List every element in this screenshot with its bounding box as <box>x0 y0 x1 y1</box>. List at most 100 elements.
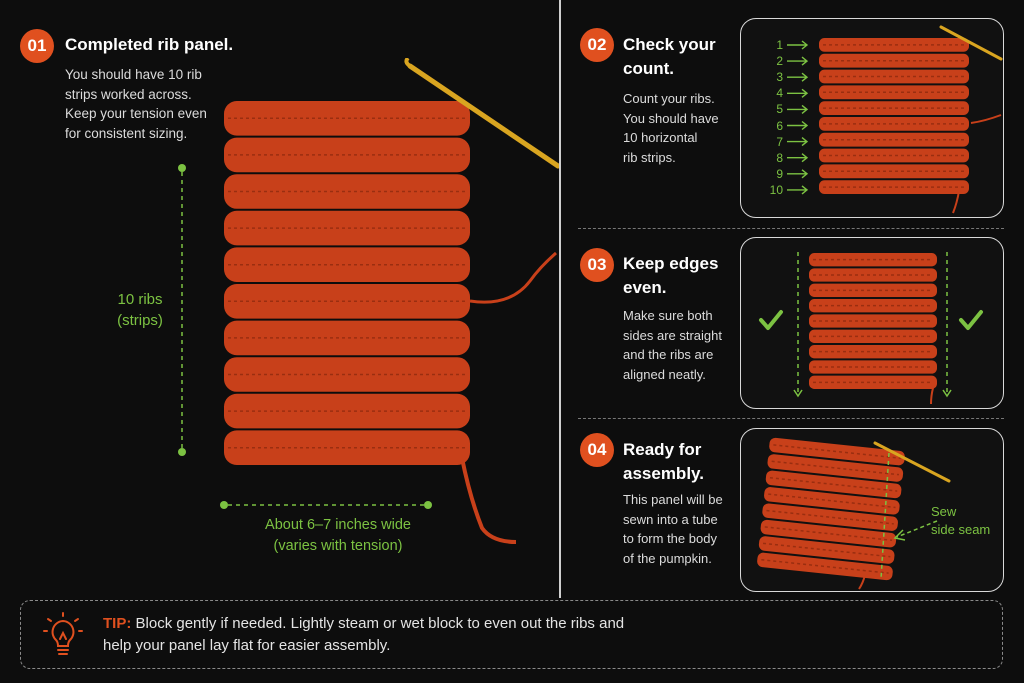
seam-label-line: Sew <box>931 504 957 519</box>
tip-line: help your panel lay flat for easier asse… <box>103 637 391 654</box>
rib-strip <box>762 503 898 531</box>
step-4-body-line: of the pumpkin. <box>623 550 712 566</box>
rib-arrow-icon <box>787 56 809 66</box>
edge-rib-strips <box>809 253 937 389</box>
rib-arrow-icon <box>787 120 809 131</box>
step-3-title-line: even. <box>623 278 667 297</box>
rib-strip <box>765 470 902 499</box>
rib-strip <box>819 164 969 179</box>
step-4-badge: 04 <box>580 433 614 467</box>
step-1-body-line: Keep your tension even <box>65 106 207 121</box>
rib-strip <box>224 174 470 209</box>
step-3-badge: 03 <box>580 248 614 282</box>
rib-number: 8 <box>776 150 783 165</box>
assembly-image: Sew side seam <box>740 428 1004 592</box>
rib-panel-main <box>224 58 561 544</box>
rib-strip <box>224 210 470 246</box>
rib-strip <box>819 101 969 115</box>
rib-arrow-icon <box>787 104 809 114</box>
rib-strips <box>224 101 470 465</box>
step-2-body-line: Count your ribs. <box>623 91 715 106</box>
step-1-body: You should have 10 rib strips worked acr… <box>65 65 207 143</box>
rib-strip <box>819 53 969 68</box>
rib-number: 1 <box>776 38 783 52</box>
crochet-hook-icon <box>407 63 561 169</box>
rib-strip <box>769 437 905 466</box>
step-1-badge: 01 <box>20 29 54 63</box>
rib-strip <box>764 487 900 515</box>
yarn-tail-icon <box>858 574 866 590</box>
rib-strip <box>758 536 895 564</box>
seam-label-line: side seam <box>931 522 991 537</box>
tip-text: TIP: Block gently if needed. Lightly ste… <box>103 613 624 657</box>
rib-arrow-icon <box>787 185 809 195</box>
rib-number: 2 <box>776 54 783 69</box>
tip-box: TIP: Block gently if needed. Lightly ste… <box>20 600 1003 669</box>
step-2-body-line: You should have <box>623 110 719 126</box>
step-3-title: Keep edges even. <box>623 252 718 300</box>
step-2-body: Count your ribs. You should have 10 hori… <box>623 89 719 167</box>
column-divider <box>559 0 561 598</box>
rib-strip <box>819 148 969 163</box>
step-4-body-line: sewn into a tube <box>623 511 718 527</box>
section-divider <box>578 228 1004 229</box>
step-2-title-line: count. <box>623 59 674 78</box>
step-4-title-line: Ready for <box>623 440 702 459</box>
rib-strip <box>757 552 893 581</box>
step-3-body: Make sure both sides are straight and th… <box>623 306 722 384</box>
step-2-title-line: Check your <box>623 35 716 54</box>
step-4-body: This panel will be sewn into a tube to f… <box>623 490 723 568</box>
step-2-number: 02 <box>587 35 607 54</box>
left-edge-arrow-icon <box>793 389 803 398</box>
step-3-body-line: and the ribs are <box>623 347 714 362</box>
ribs-count-line: (strips) <box>117 312 163 329</box>
step-3-number: 03 <box>587 255 607 274</box>
rib-strip <box>224 393 470 429</box>
rib-number: 9 <box>776 166 783 181</box>
step-2-body-line: 10 horizontal <box>623 130 698 145</box>
step-4-body-line: to form the body <box>623 531 717 546</box>
width-label: About 6–7 inches wide (varies with tensi… <box>228 515 448 557</box>
step-1-body-line: for consistent sizing. <box>65 125 188 141</box>
step-1-number: 01 <box>27 36 47 55</box>
rib-strip <box>767 454 904 482</box>
seam-label: Sew side seam <box>931 503 990 539</box>
step-3-body-line: aligned neatly. <box>623 366 706 382</box>
tip-line: Block gently if needed. Lightly steam or… <box>135 615 625 632</box>
step-4-body-line: This panel will be <box>623 492 723 507</box>
section-divider <box>578 418 1004 419</box>
rib-strip <box>819 117 969 131</box>
seam-pointer-arrow-icon <box>893 529 906 541</box>
rib-number: 4 <box>776 86 783 101</box>
step-2-body-line: rib strips. <box>623 149 676 165</box>
lightbulb-icon <box>43 612 83 655</box>
yarn-tail-icon <box>970 114 1002 124</box>
rib-strip <box>224 357 470 392</box>
rib-arrow-icon <box>787 153 809 163</box>
rib-strip <box>224 101 470 136</box>
rib-strip <box>224 430 470 465</box>
step-4-number: 04 <box>587 440 607 459</box>
rib-strip <box>224 320 470 356</box>
rib-arrow-icon <box>787 169 809 179</box>
step-3-body-line: Make sure both <box>623 308 713 323</box>
ribs-dimension-line <box>178 164 186 456</box>
rib-arrow-icon <box>787 40 809 50</box>
rib-number: 5 <box>776 102 783 117</box>
rib-number: 10 <box>769 182 783 197</box>
rib-strip <box>819 132 969 147</box>
crochet-hook-icon <box>939 25 1003 61</box>
rib-strip <box>224 137 470 173</box>
even-edges-illustration <box>759 252 983 405</box>
left-check-icon <box>759 310 783 330</box>
right-check-icon <box>959 310 983 330</box>
crochet-hook-icon <box>873 441 951 483</box>
step-2-badge: 02 <box>580 28 614 62</box>
even-edges-image <box>740 237 1004 409</box>
width-label-line: (varies with tension) <box>273 538 403 554</box>
step-3-body-line: sides are straight <box>623 327 722 343</box>
ribs-count-label: 10 ribs (strips) <box>100 289 180 331</box>
count-ribs-illustration <box>787 25 1003 214</box>
rib-arrow-icon <box>787 137 809 147</box>
